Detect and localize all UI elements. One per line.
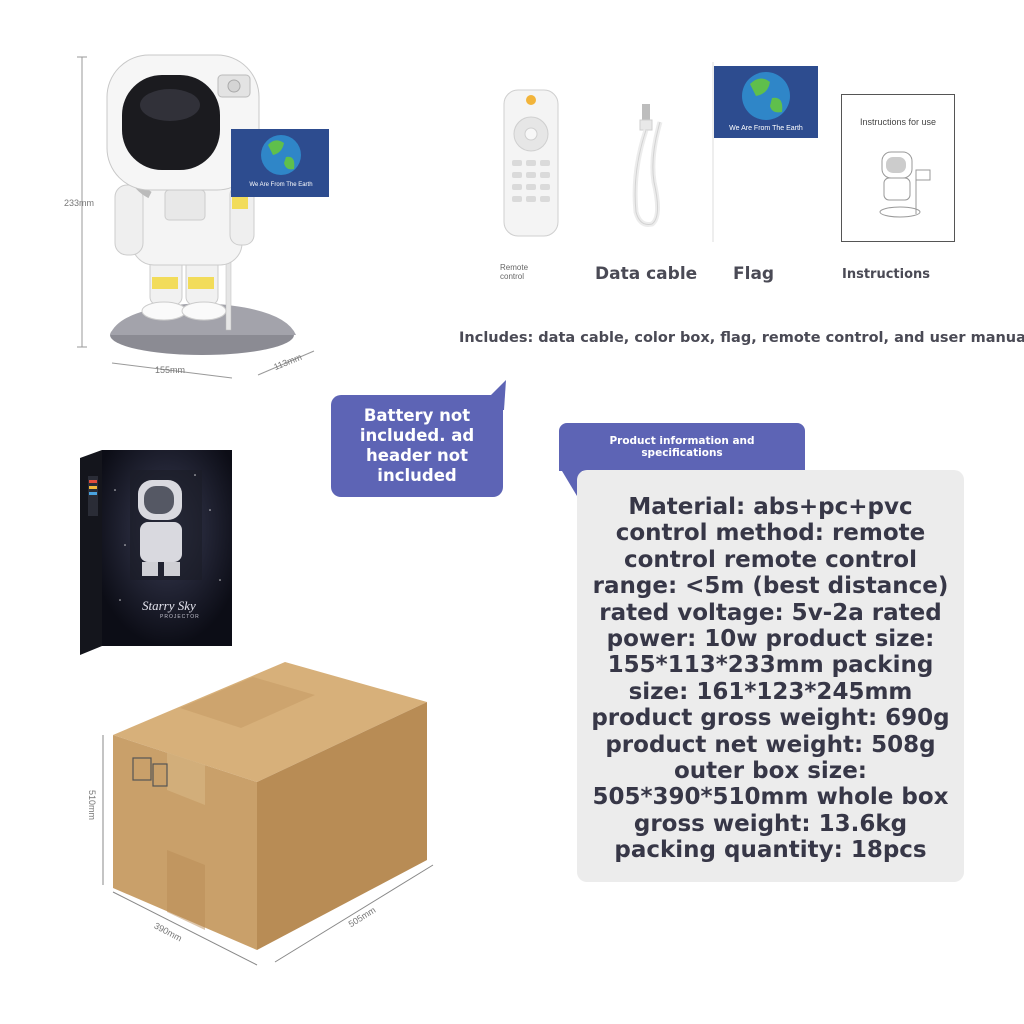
data-cable-image	[632, 104, 663, 227]
flag-image-text: We Are From The Earth	[729, 125, 803, 132]
spec-line: Material: abs+pc+pvc	[628, 494, 913, 520]
instructions-label: Instructions	[842, 267, 931, 282]
spec-line: gross weight: 13.6kg	[633, 810, 908, 837]
color-box-image: Starry Sky PROJECTOR	[80, 450, 232, 655]
spec-line: 505*390*510mm whole box	[592, 784, 949, 811]
spec-line: size: 161*123*245mm	[628, 678, 913, 705]
includes-text: Includes: data cable, color box, flag, r…	[459, 330, 1024, 346]
color-box-sub: PROJECTOR	[160, 614, 200, 620]
color-box-brand: Starry Sky	[142, 598, 196, 613]
spec-line: control remote control	[624, 546, 917, 573]
flag-image	[712, 62, 818, 242]
spec-line: 155*113*233mm packing	[607, 652, 934, 679]
specs-header: Product information and specifications	[559, 423, 805, 471]
spec-line: outer box size:	[674, 758, 867, 785]
manual-title: Instructions for use	[859, 117, 937, 127]
carton-section: 510mm 390mm 505mm	[85, 660, 445, 970]
remote-control-label: Remote control	[500, 263, 529, 281]
specs-header-text: Product information and specifications	[609, 435, 755, 459]
astronaut-flag-text: We Are From The Earth	[249, 182, 313, 188]
instruction-manual-image: Instructions for use	[841, 94, 955, 242]
battery-note-bubble: Battery not included. ad header not incl…	[331, 395, 503, 497]
astronaut-width-label: 155mm	[155, 365, 186, 375]
spec-line: control method: remote	[615, 520, 926, 547]
data-cable-label: Data cable	[595, 264, 698, 284]
spec-line: product gross weight: 690g	[591, 705, 950, 732]
carton-height-label: 510mm	[87, 789, 98, 821]
battery-note-text: Battery not included. ad header not incl…	[359, 406, 475, 485]
astronaut-height-label: 233mm	[64, 198, 95, 208]
specs-list: Material: abs+pc+pvc control method: rem…	[577, 470, 964, 864]
color-box-illustration	[80, 450, 232, 655]
flag-label: Flag	[733, 264, 775, 284]
manual-astronaut-sketch	[879, 151, 931, 218]
spec-line: power: 10w product size:	[606, 626, 935, 653]
carton-illustration	[102, 662, 434, 966]
spec-line: packing quantity: 18pcs	[614, 837, 927, 864]
astronaut-illustration	[77, 54, 329, 379]
astronaut-section: 233mm We Are From The Earth 155mm 113mm	[60, 45, 370, 385]
remote-control-image	[503, 89, 559, 237]
spec-line: rated voltage: 5v-2a rated	[599, 599, 942, 626]
specs-card: Material: abs+pc+pvc control method: rem…	[577, 470, 964, 882]
spec-line: product net weight: 508g	[605, 731, 936, 758]
spec-line: range: <5m (best distance)	[592, 573, 949, 600]
